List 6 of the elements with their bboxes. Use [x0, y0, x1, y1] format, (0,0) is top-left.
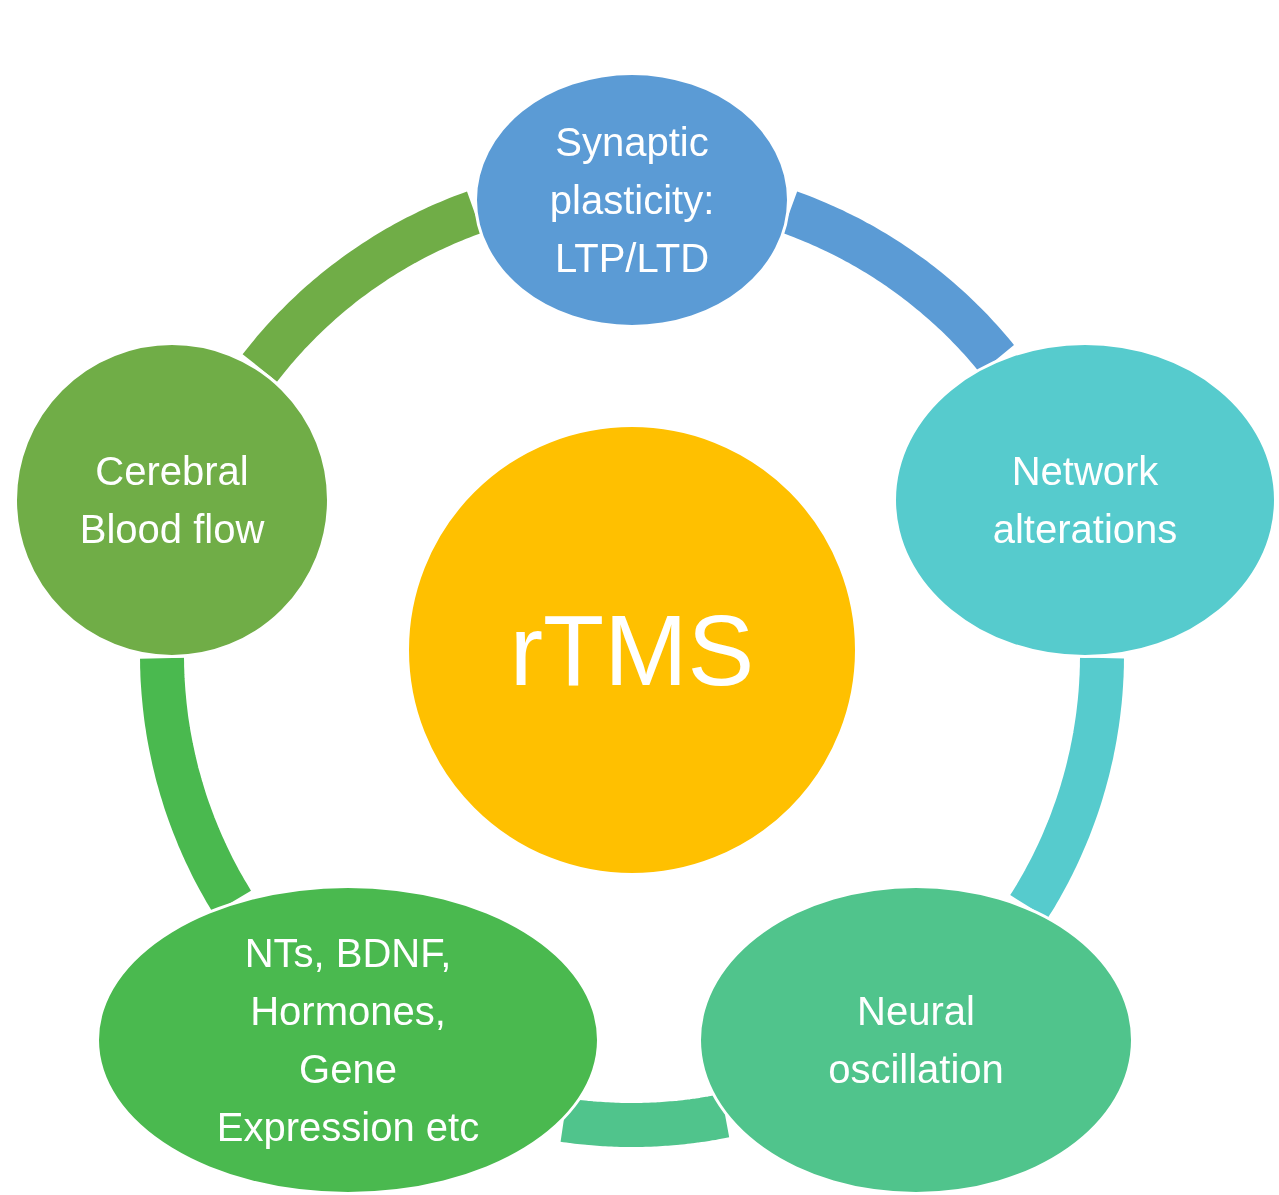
node-label: Cerebral Blood flow — [78, 448, 266, 553]
node-label: Neural oscillation — [827, 988, 1005, 1093]
node-label: rTMS — [509, 592, 755, 708]
node-label: NTs, BDNF, Hormones, Gene Expression etc — [215, 930, 481, 1151]
node-label: Synaptic plasticity: LTP/LTD — [548, 119, 716, 282]
node-label: Network alterations — [991, 448, 1179, 553]
